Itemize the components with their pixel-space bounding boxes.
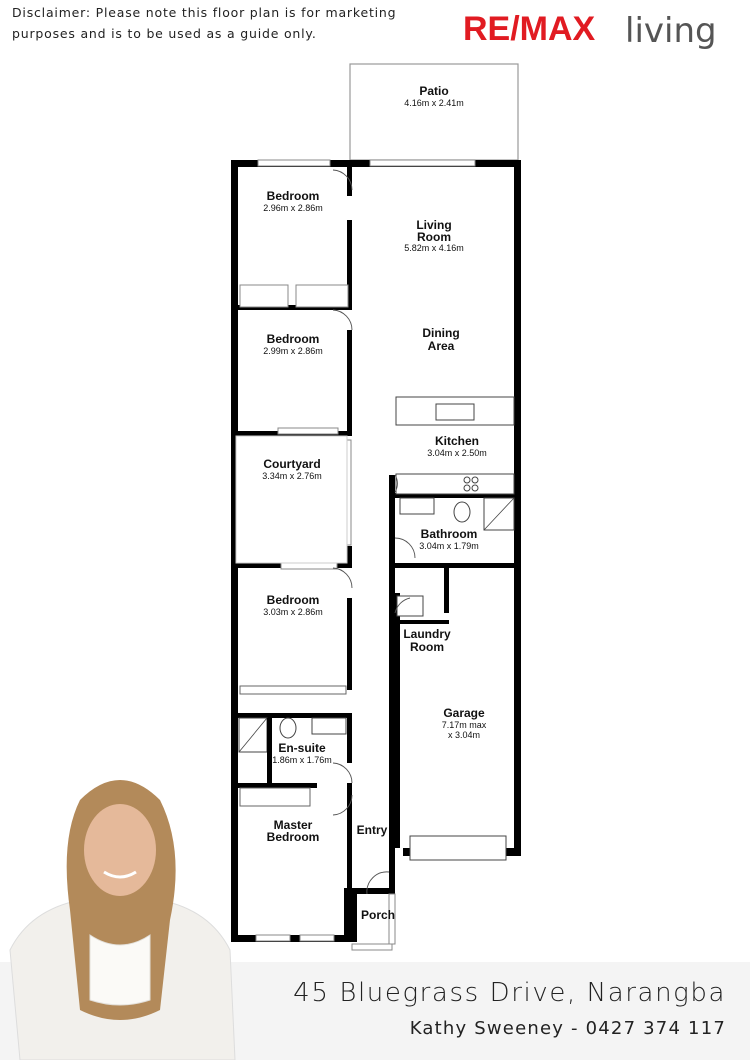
ensuite-label: En-suite [278,741,326,755]
wardrobe-master [239,787,311,807]
bedroom2-dim: 2.99m x 2.86m [263,346,323,356]
ensuite-vanity [311,717,347,735]
bedroom1-dim: 2.96m x 2.86m [263,203,323,213]
laundry-label-2: Room [410,640,444,654]
bedroom3-dim: 3.03m x 2.86m [263,607,323,617]
windows [239,159,476,942]
courtyard-label: Courtyard [263,457,320,471]
master-label-2: Bedroom [267,830,320,844]
ensuite-toilet [279,717,297,739]
garage-door [409,835,507,861]
dining-label-2: Area [428,339,455,353]
agent-contact: Kathy Sweeney - 0427 374 117 [409,1018,726,1039]
living-label-2: Room [417,230,451,244]
logo-text-living: living [625,11,717,51]
kitchen-sink [435,403,475,421]
living-dim: 5.82m x 4.16m [404,243,464,253]
dining-label-1: Dining [422,326,459,340]
floor-plan: Patio 4.16m x 2.41m Bedroom 2.96m x 2.86… [231,63,521,951]
garage-label: Garage [443,706,485,720]
door-swings [332,169,416,895]
patio-outline [349,63,519,161]
agent-portrait [9,780,236,1060]
laundry-label-1: Laundry [403,627,451,641]
property-address: 45 Bluegrass Drive, Narangba [293,978,726,1008]
bedroom3-label: Bedroom [267,593,320,607]
bedroom2-label: Bedroom [267,332,320,346]
kitchen-label: Kitchen [435,434,479,448]
garage-dim-1: 7.17m max [442,720,487,730]
patio-label: Patio [419,84,448,98]
courtyard-area [235,435,348,564]
garage-dim-2: x 3.04m [448,730,480,740]
bathroom-dim: 3.04m x 1.79m [419,541,479,551]
porch-window [351,943,393,951]
logo-text-remax: RE/MAX [463,10,596,48]
bathroom-vanity [399,497,435,515]
bathroom-label: Bathroom [421,527,478,541]
patio-dim: 4.16m x 2.41m [404,98,464,108]
living-label-1: Living [416,218,451,232]
kitchen-dim: 3.04m x 2.50m [427,448,487,458]
bathroom-toilet [453,501,471,523]
wardrobe-bedroom3 [239,685,347,695]
laundry-tub [396,595,424,617]
courtyard-dim: 3.34m x 2.76m [262,471,322,481]
bedroom1-label: Bedroom [267,189,320,203]
entry-label: Entry [357,823,388,837]
master-label-1: Master [274,818,313,832]
ensuite-dim: 1.86m x 1.76m [272,755,332,765]
porch-label: Porch [361,908,395,922]
kitchen-bench [395,473,515,495]
disclaimer-text: Disclaimer: Please note this floor plan … [12,5,397,41]
remax-living-logo: RE/MAX living [463,10,717,51]
